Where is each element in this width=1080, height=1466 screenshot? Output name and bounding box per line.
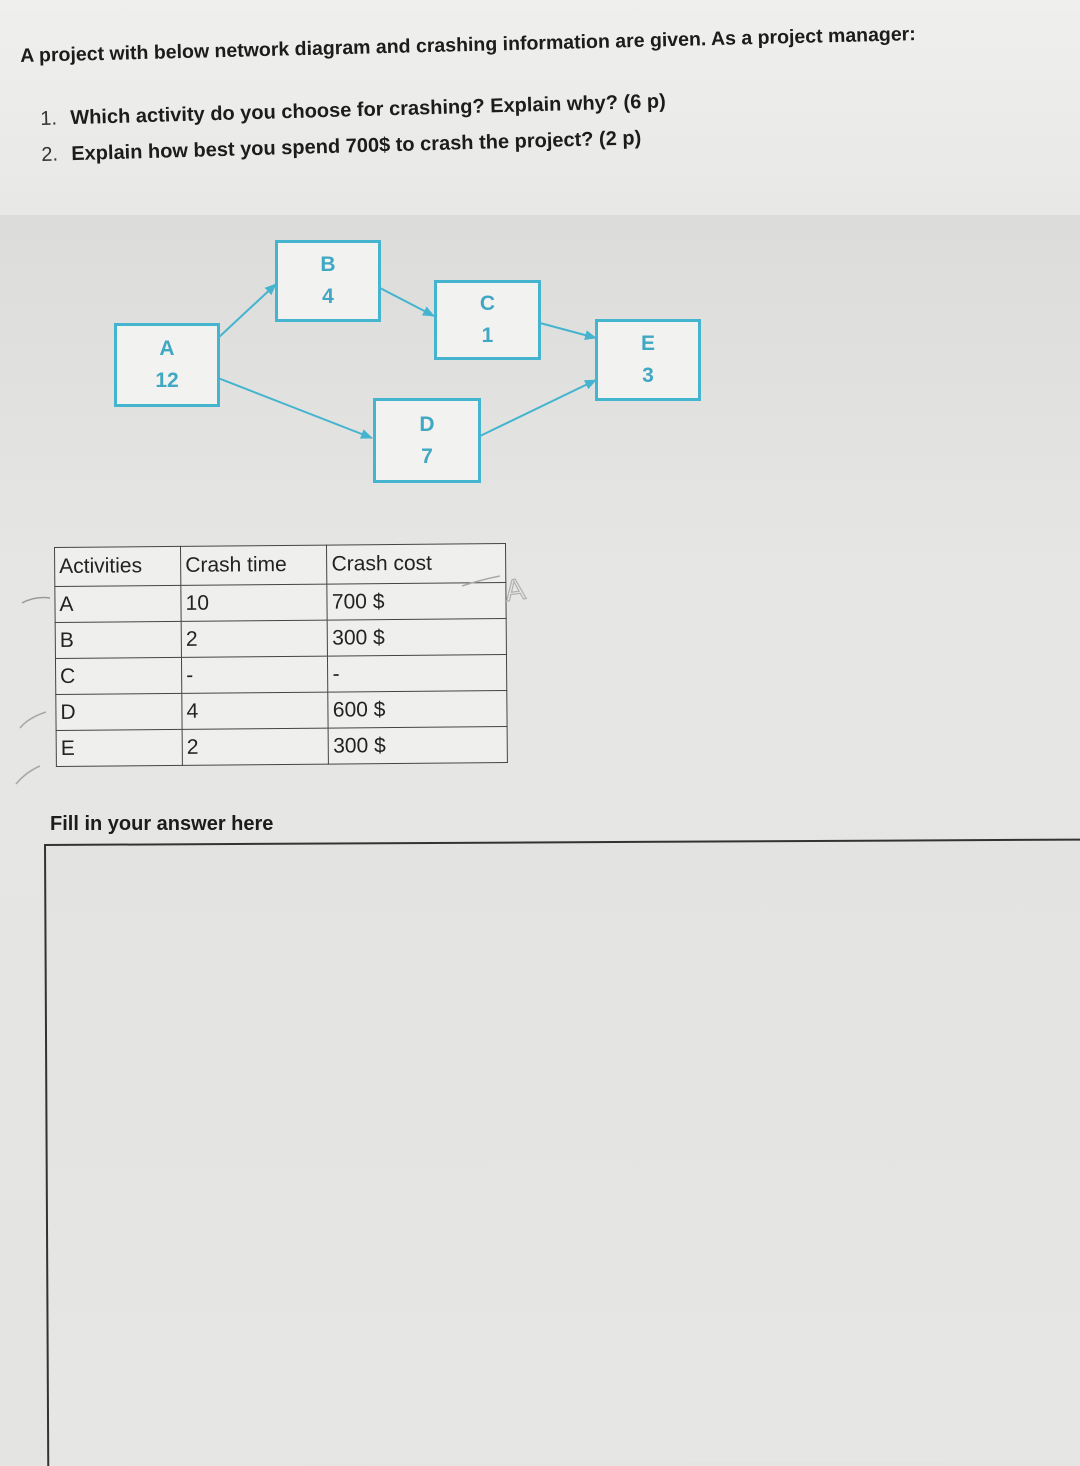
node-label: C: [479, 292, 496, 315]
question-intro: A project with below network diagram and…: [20, 23, 917, 67]
edge-A-B: [217, 283, 277, 339]
cell-crash-time: 4: [181, 692, 329, 730]
question-sheet: A project with below network diagram and…: [0, 0, 1080, 215]
cell-crash-cost: -: [327, 654, 507, 693]
node-label: B: [320, 253, 336, 276]
edge-A-D: [217, 377, 373, 439]
cell-crash-cost: 300 $: [328, 726, 508, 765]
cell-activity: E: [56, 729, 183, 767]
answer-input-area[interactable]: [44, 838, 1080, 1466]
question-number: 2.: [41, 143, 59, 166]
cell-activity: C: [55, 657, 182, 695]
header-crash-time: Crash time: [180, 545, 328, 586]
cell-crash-time: 10: [180, 584, 328, 622]
cell-crash-cost: 700 $: [327, 582, 507, 621]
network-diagram: A 12 B 4 C 1 D 7 E 3: [0, 220, 760, 510]
cell-activity: B: [55, 621, 182, 659]
node-duration: 3: [642, 364, 654, 387]
table-row: E 2 300 $: [56, 726, 508, 767]
edge-C-E: [539, 322, 597, 340]
table-row: C - -: [55, 654, 507, 695]
diagram-arrows: [217, 283, 597, 439]
table-row: D 4 600 $: [55, 690, 508, 731]
node-A: A 12: [114, 323, 220, 407]
question-text: Which activity do you choose for crashin…: [69, 90, 667, 130]
node-B: B 4: [275, 240, 381, 322]
node-duration: 4: [322, 285, 334, 308]
edge-D-E: [479, 379, 597, 437]
table-row: A 10 700 $: [54, 582, 507, 623]
node-label: E: [640, 332, 655, 355]
question-number: 1.: [40, 107, 58, 130]
cell-crash-time: 2: [182, 728, 329, 766]
node-duration: 1: [481, 324, 494, 347]
cell-activity: D: [55, 693, 183, 731]
node-E: E 3: [595, 319, 701, 401]
header-crash-cost: Crash cost: [326, 543, 506, 585]
cell-crash-cost: 600 $: [328, 690, 508, 729]
question-list: 1. Which activity do you choose for crash…: [40, 91, 667, 180]
node-duration: 7: [421, 444, 433, 468]
crash-table: Activities Crash time Crash cost A 10 70…: [54, 543, 508, 767]
table-row: B 2 300 $: [55, 618, 507, 659]
node-label: A: [159, 337, 175, 360]
cell-crash-time: 2: [181, 620, 328, 658]
cell-crash-cost: 300 $: [327, 618, 507, 657]
header-activities: Activities: [54, 546, 181, 587]
answer-label: Fill in your answer here: [50, 813, 274, 835]
node-C: C 1: [434, 280, 541, 360]
cell-activity: A: [54, 585, 182, 623]
node-D: D 7: [373, 398, 481, 483]
table-header-row: Activities Crash time Crash cost: [54, 543, 506, 587]
node-label: D: [419, 412, 435, 436]
cell-crash-time: -: [181, 656, 329, 694]
edge-B-C: [379, 287, 435, 317]
node-duration: 12: [155, 369, 179, 392]
